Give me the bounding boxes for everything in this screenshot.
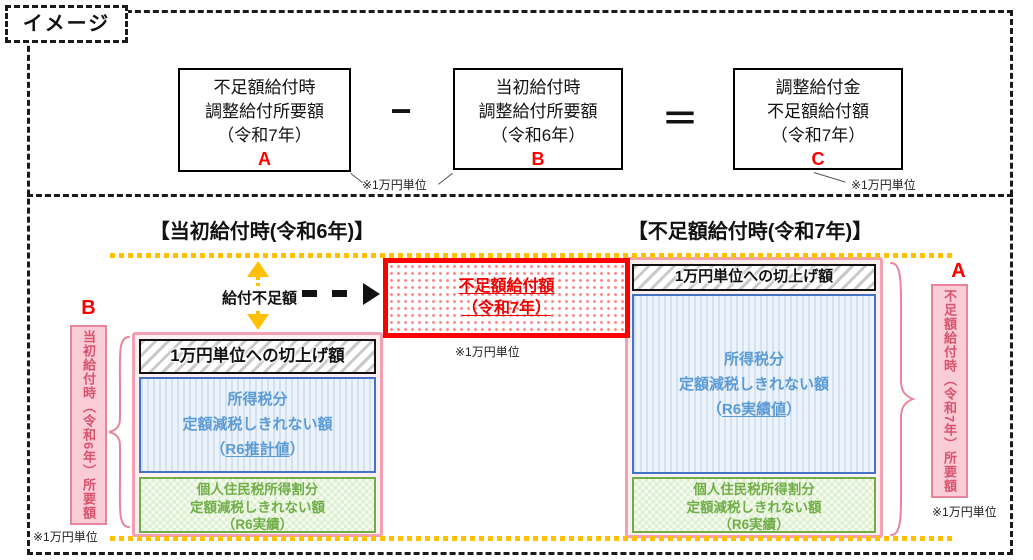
bottom-guide-dotted-line: [110, 536, 955, 541]
unit-note-ab: ※1万円単位: [362, 178, 427, 192]
left-unit-note: ※1万円単位: [33, 530, 98, 544]
left-resident-line2: 定額減税しきれない額: [190, 499, 325, 515]
left-brace-icon: [108, 336, 130, 528]
box-a-letter: A: [258, 149, 271, 169]
shortfall-box-line2: （令和7年）: [462, 300, 551, 317]
right-income-tax-box: 所得税分 定額減税しきれない額 （R6実績値）: [632, 294, 876, 474]
unit-note-c: ※1万円単位: [851, 178, 916, 192]
right-brace-icon: [890, 262, 916, 536]
box-c-line1: 調整給付金: [775, 78, 861, 97]
dashed-arrow-line: [302, 290, 362, 297]
right-unit-note: ※1万円単位: [932, 505, 997, 519]
shortfall-arrow-down-icon: [247, 314, 269, 330]
dashed-arrow-head-icon: [363, 283, 380, 305]
box-c-line2: 不足額給付額: [767, 102, 869, 121]
left-resident-value-line: （R6実績）: [221, 517, 294, 532]
right-resident-line1: 個人住民税所得割分: [693, 482, 815, 497]
left-resident-value: R6実績: [235, 517, 280, 532]
right-resident-line2: 定額減税しきれない額: [686, 499, 822, 515]
right-income-line2: 定額減税しきれない額: [678, 375, 829, 393]
left-income-line2: 定額減税しきれない額: [182, 416, 333, 433]
left-resident-tax-box: 個人住民税所得割分 定額減税しきれない額 （R6実績）: [139, 477, 376, 533]
image-badge: イメージ: [5, 5, 128, 43]
shortfall-box-line1: 不足額給付額: [458, 278, 555, 295]
box-c-letter: C: [811, 149, 825, 169]
shortfall-arrow-up-icon: [247, 261, 269, 277]
left-resident-line1: 個人住民税所得割分: [196, 482, 319, 497]
left-side-letter: B: [81, 297, 96, 319]
left-income-value-line: （R6推計値）: [210, 441, 305, 458]
box-b-line1: 当初給付時: [495, 78, 581, 97]
outer-dashed-frame: [27, 10, 1013, 555]
formula-box-c: 調整給付金 不足額給付額 （令和7年） C: [733, 68, 903, 170]
section-divider-line: [27, 194, 1013, 197]
box-a-line1: 不足額給付時: [213, 78, 316, 97]
formula-box-b: 当初給付時 調整給付所要額 （令和6年） B: [453, 68, 623, 170]
box-b-line3: （令和6年）: [490, 126, 586, 145]
left-income-line1: 所得税分: [227, 391, 288, 408]
shortfall-payment-box: 不足額給付額 （令和7年）: [383, 258, 630, 338]
box-b-line2: 調整給付所要額: [478, 102, 598, 121]
right-rounding-box: 1万円単位への切上げ額: [632, 264, 876, 291]
left-side-label: 当初給付時（令和6年）所要額: [70, 325, 107, 525]
right-resident-value: R6実績: [731, 517, 777, 532]
shortfall-gap-label: 給付不足額: [219, 286, 301, 309]
right-resident-value-line: （R6実績）: [718, 517, 790, 532]
left-income-tax-box: 所得税分 定額減税しきれない額 （R6推計値）: [139, 377, 376, 473]
right-income-value-line: （R6実績値）: [706, 400, 802, 418]
box-a-line3: （令和7年）: [217, 126, 312, 145]
equals-operator: ＝: [661, 98, 698, 139]
left-income-value: R6推計値: [225, 441, 290, 458]
left-rounding-box: 1万円単位への切上げ額: [139, 339, 376, 374]
left-section-header: 【当初給付時(令和6年)】: [149, 221, 375, 243]
box-b-letter: B: [531, 149, 545, 169]
shortfall-box-unit-note: ※1万円単位: [455, 345, 520, 359]
top-guide-dotted-line: [110, 253, 955, 258]
right-section-header: 【不足額給付時(令和7年)】: [627, 221, 873, 243]
right-income-value: R6実績値: [721, 400, 787, 418]
box-a-line2: 調整給付所要額: [205, 102, 324, 121]
right-income-line1: 所得税分: [723, 350, 784, 368]
formula-box-a: 不足額給付時 調整給付所要額 （令和7年） A: [178, 68, 351, 172]
right-resident-tax-box: 個人住民税所得割分 定額減税しきれない額 （R6実績）: [632, 477, 876, 533]
right-side-letter: A: [951, 260, 966, 282]
right-side-label: 不足額給付時（令和7年）所要額: [931, 284, 968, 498]
box-c-line3: （令和7年）: [770, 126, 866, 145]
minus-operator: −: [390, 90, 412, 131]
